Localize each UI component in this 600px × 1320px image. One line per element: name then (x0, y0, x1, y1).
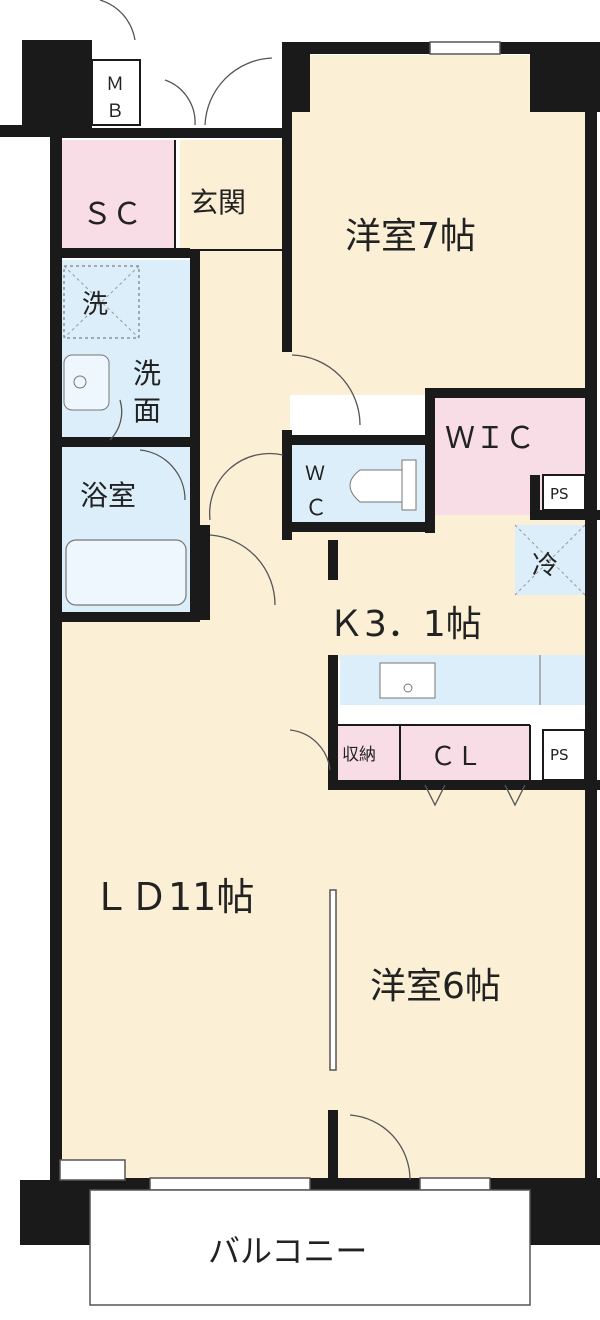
label-storage: 収納 (342, 745, 376, 765)
kitchen-sink (379, 662, 436, 699)
ld-area (60, 615, 335, 1185)
sliding-partition (329, 889, 337, 1071)
washroom-area (60, 260, 195, 440)
label-wc-1: Ｗ (305, 461, 325, 485)
label-washroom-2: 面 (133, 394, 161, 427)
ps-box-lower (542, 729, 586, 781)
kitchen-sink-drain (403, 683, 413, 693)
label-balcony: バルコニー (208, 1232, 367, 1270)
label-ps-upper: PS (550, 485, 569, 503)
label-mb-1: Ｍ (106, 74, 124, 95)
washing-machine-cross-b (63, 265, 140, 339)
washing-machine-pan (63, 265, 140, 339)
label-western-6: 洋室6帖 (370, 966, 501, 1007)
label-entrance: 玄関 (190, 186, 246, 219)
ps-box-upper (542, 474, 586, 511)
storage-closet-area (335, 725, 400, 780)
label-western-7: 洋室7帖 (345, 216, 476, 257)
cl-closet-area (400, 725, 530, 780)
sc-closet-area (60, 140, 175, 250)
wash-basin (63, 354, 110, 411)
label-ld: ＬＤ11帖 (92, 875, 254, 919)
label-mb-2: Ｂ (106, 101, 124, 122)
wash-basin-drain (73, 375, 87, 389)
label-washroom-1: 洗 (133, 357, 161, 390)
toilet-bowl (349, 469, 403, 503)
label-wic: ＷＩＣ (445, 421, 535, 456)
kitchen-counter (340, 655, 585, 705)
thin-walls (174, 140, 531, 780)
label-cl: ＣＬ (430, 742, 482, 772)
balcony-area (89, 1189, 531, 1306)
label-kitchen: Ｋ3．1帖 (328, 604, 482, 645)
mb-box (91, 59, 141, 126)
doors (99, 0, 526, 1181)
washing-machine-cross-a (63, 265, 140, 339)
label-wash-machine: 洗 (82, 290, 108, 320)
hallway-area (195, 250, 290, 540)
label-sc: ＳＣ (82, 197, 142, 232)
label-fridge: 冷 (532, 551, 558, 581)
fridge-cross-b (514, 524, 586, 596)
western-room-6-area (335, 785, 590, 1185)
label-ps-lower: PS (550, 746, 569, 764)
entrance-area (180, 140, 285, 250)
label-wc-2: Ｃ (305, 496, 327, 521)
walls (0, 40, 600, 1245)
bathtub (65, 539, 187, 606)
toilet-tank (401, 459, 417, 511)
label-bath: 浴室 (80, 479, 136, 512)
